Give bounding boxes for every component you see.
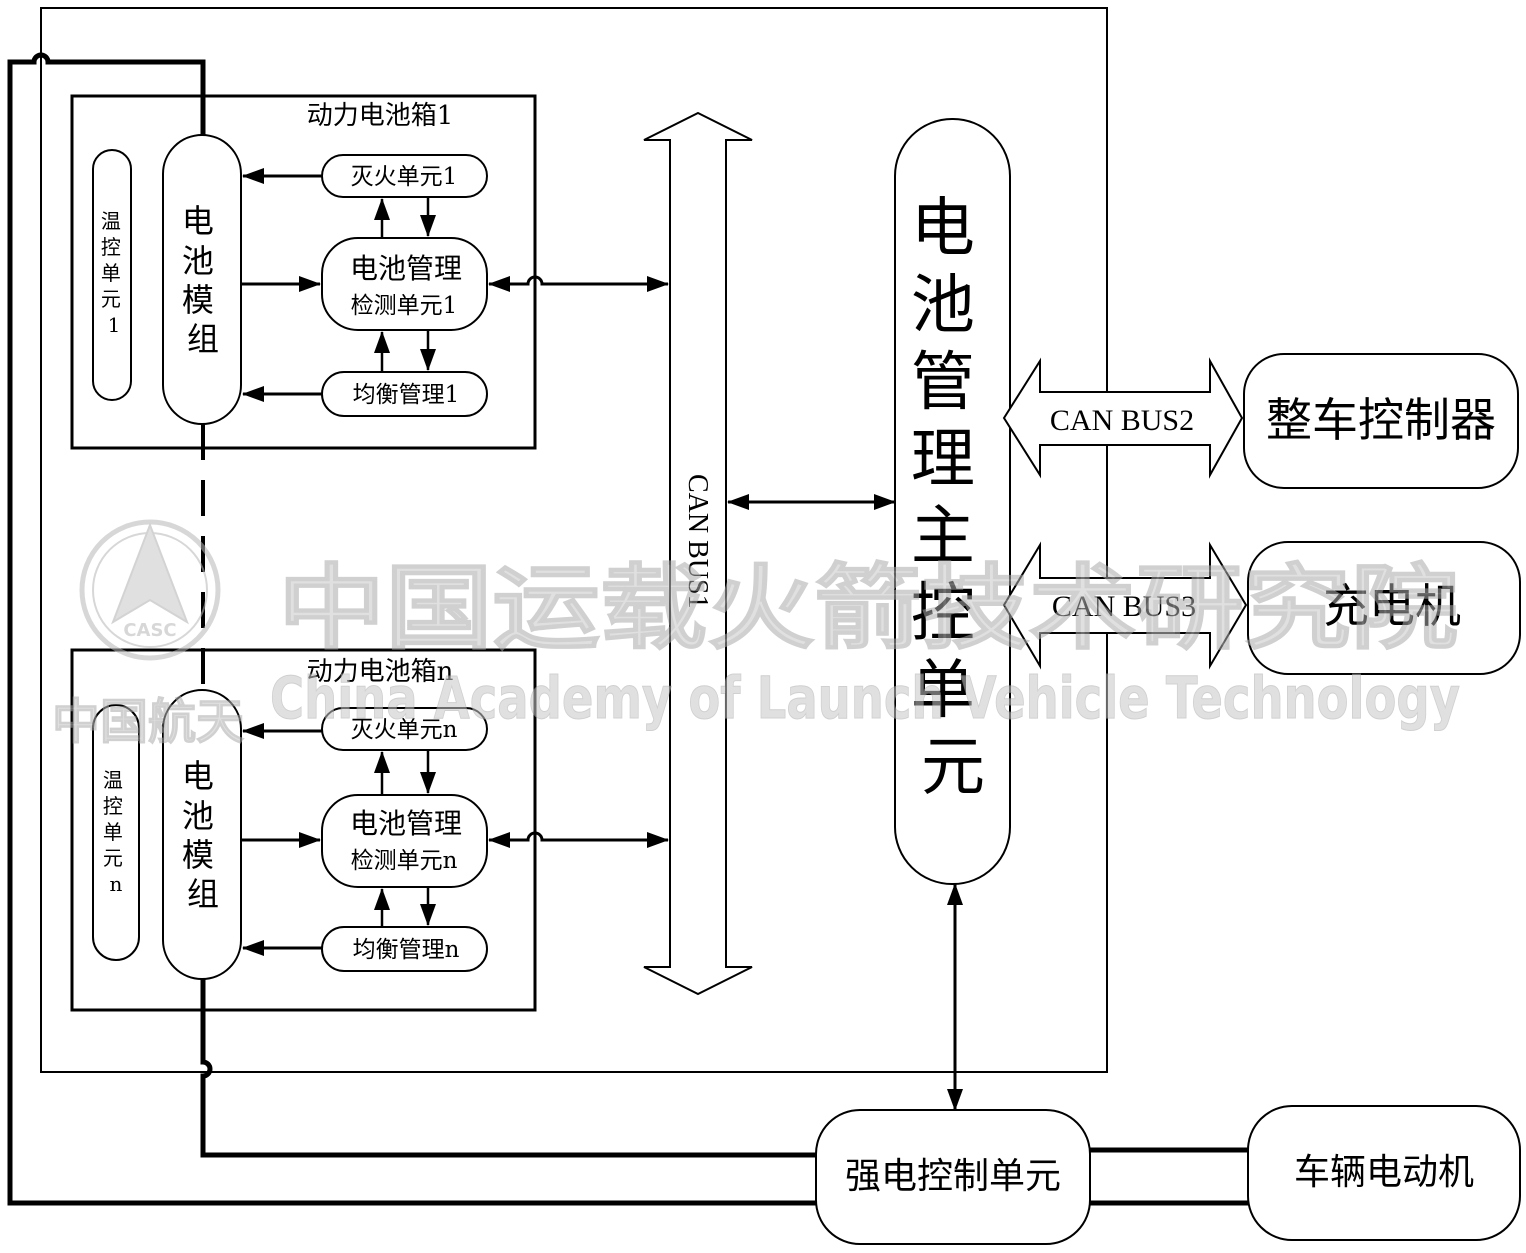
link-bmsn-canbus1 bbox=[488, 831, 669, 848]
watermark-name-cn: 中国运载火箭技术研究院 bbox=[278, 555, 1458, 662]
fire-unit-1-label: 灭火单元1 bbox=[351, 164, 458, 190]
temp-control-unit-1 bbox=[92, 149, 132, 401]
svg-text:CASC: CASC bbox=[123, 620, 176, 641]
can-bus1-label: CAN BUS1 bbox=[682, 474, 713, 609]
bms-detect-unit-n bbox=[321, 794, 488, 888]
fire-unit-n bbox=[321, 707, 488, 751]
link-bms1-canbus1 bbox=[488, 275, 669, 292]
hv-control-unit-label: 强电控制单元 bbox=[845, 1156, 1061, 1197]
pack-1-frame bbox=[70, 94, 537, 450]
temp-control-unit-1-label: 温 控 单 元 1 bbox=[101, 209, 127, 337]
bms-detect-unit-1 bbox=[321, 237, 488, 331]
can-bus3-arrow bbox=[1002, 541, 1248, 670]
temp-control-unit-n-label: 温 控 单 元 n bbox=[103, 768, 129, 896]
battery-pack-n: 动力电池箱n 温 控 单 元 n 电 池 模 组 灭火单元n 电池管理 检测单元… bbox=[70, 648, 669, 1012]
pack-n-title: 动力电池箱n bbox=[307, 657, 454, 687]
bms-detect-unit-1-line1: 电池管理 bbox=[350, 252, 462, 285]
bms-detect-unit-1-line2: 检测单元1 bbox=[351, 293, 458, 319]
watermark-name-en: China Academy of Launch Vehicle Technolo… bbox=[270, 664, 1460, 732]
balance-unit-n-label: 均衡管理n bbox=[353, 937, 460, 963]
bms-master-unit-label: 电 池 管 理 主 控 单 元 bbox=[911, 192, 995, 805]
battery-module-n-label: 电 池 模 组 bbox=[182, 757, 224, 913]
fire-unit-n-label: 灭火单元n bbox=[351, 717, 458, 743]
charger bbox=[1247, 541, 1521, 675]
can-bus3-label: CAN BUS3 bbox=[1052, 590, 1196, 623]
temp-control-unit-n bbox=[92, 704, 140, 961]
vehicle-motor-label: 车辆电动机 bbox=[1294, 1152, 1474, 1193]
pack-n-frame bbox=[70, 648, 537, 1012]
watermark: CASC 中国运载火箭技术研究院 中国航天 China Academy of L… bbox=[51, 519, 1461, 751]
power-line-module-n bbox=[200, 979, 816, 1158]
system-frame bbox=[40, 7, 1108, 1073]
watermark-brand-cn: 中国航天 bbox=[52, 694, 244, 750]
battery-pack-1: 动力电池箱1 温 控 单 元 1 电 池 模 组 灭火单元1 电池管理 检测单元… bbox=[70, 94, 669, 450]
can-bus2-label: CAN BUS2 bbox=[1050, 404, 1194, 437]
bms-detect-unit-n-line1: 电池管理 bbox=[350, 807, 462, 840]
bms-detect-unit-n-line2: 检测单元n bbox=[351, 848, 458, 874]
vehicle-motor bbox=[1247, 1105, 1521, 1241]
can-bus2-arrow bbox=[1002, 357, 1244, 479]
hv-control-unit bbox=[815, 1109, 1091, 1245]
balance-unit-1-label: 均衡管理1 bbox=[353, 382, 460, 408]
vehicle-controller bbox=[1243, 353, 1519, 489]
vehicle-controller-label: 整车控制器 bbox=[1266, 393, 1496, 447]
pack-1-title: 动力电池箱1 bbox=[307, 101, 454, 131]
casc-logo: CASC bbox=[79, 519, 221, 661]
charger-label: 充电机 bbox=[1323, 579, 1461, 633]
power-line-top-loop bbox=[7, 52, 816, 1206]
can-bus1-arrow bbox=[643, 111, 753, 996]
battery-module-1-label: 电 池 模 组 bbox=[182, 202, 224, 358]
